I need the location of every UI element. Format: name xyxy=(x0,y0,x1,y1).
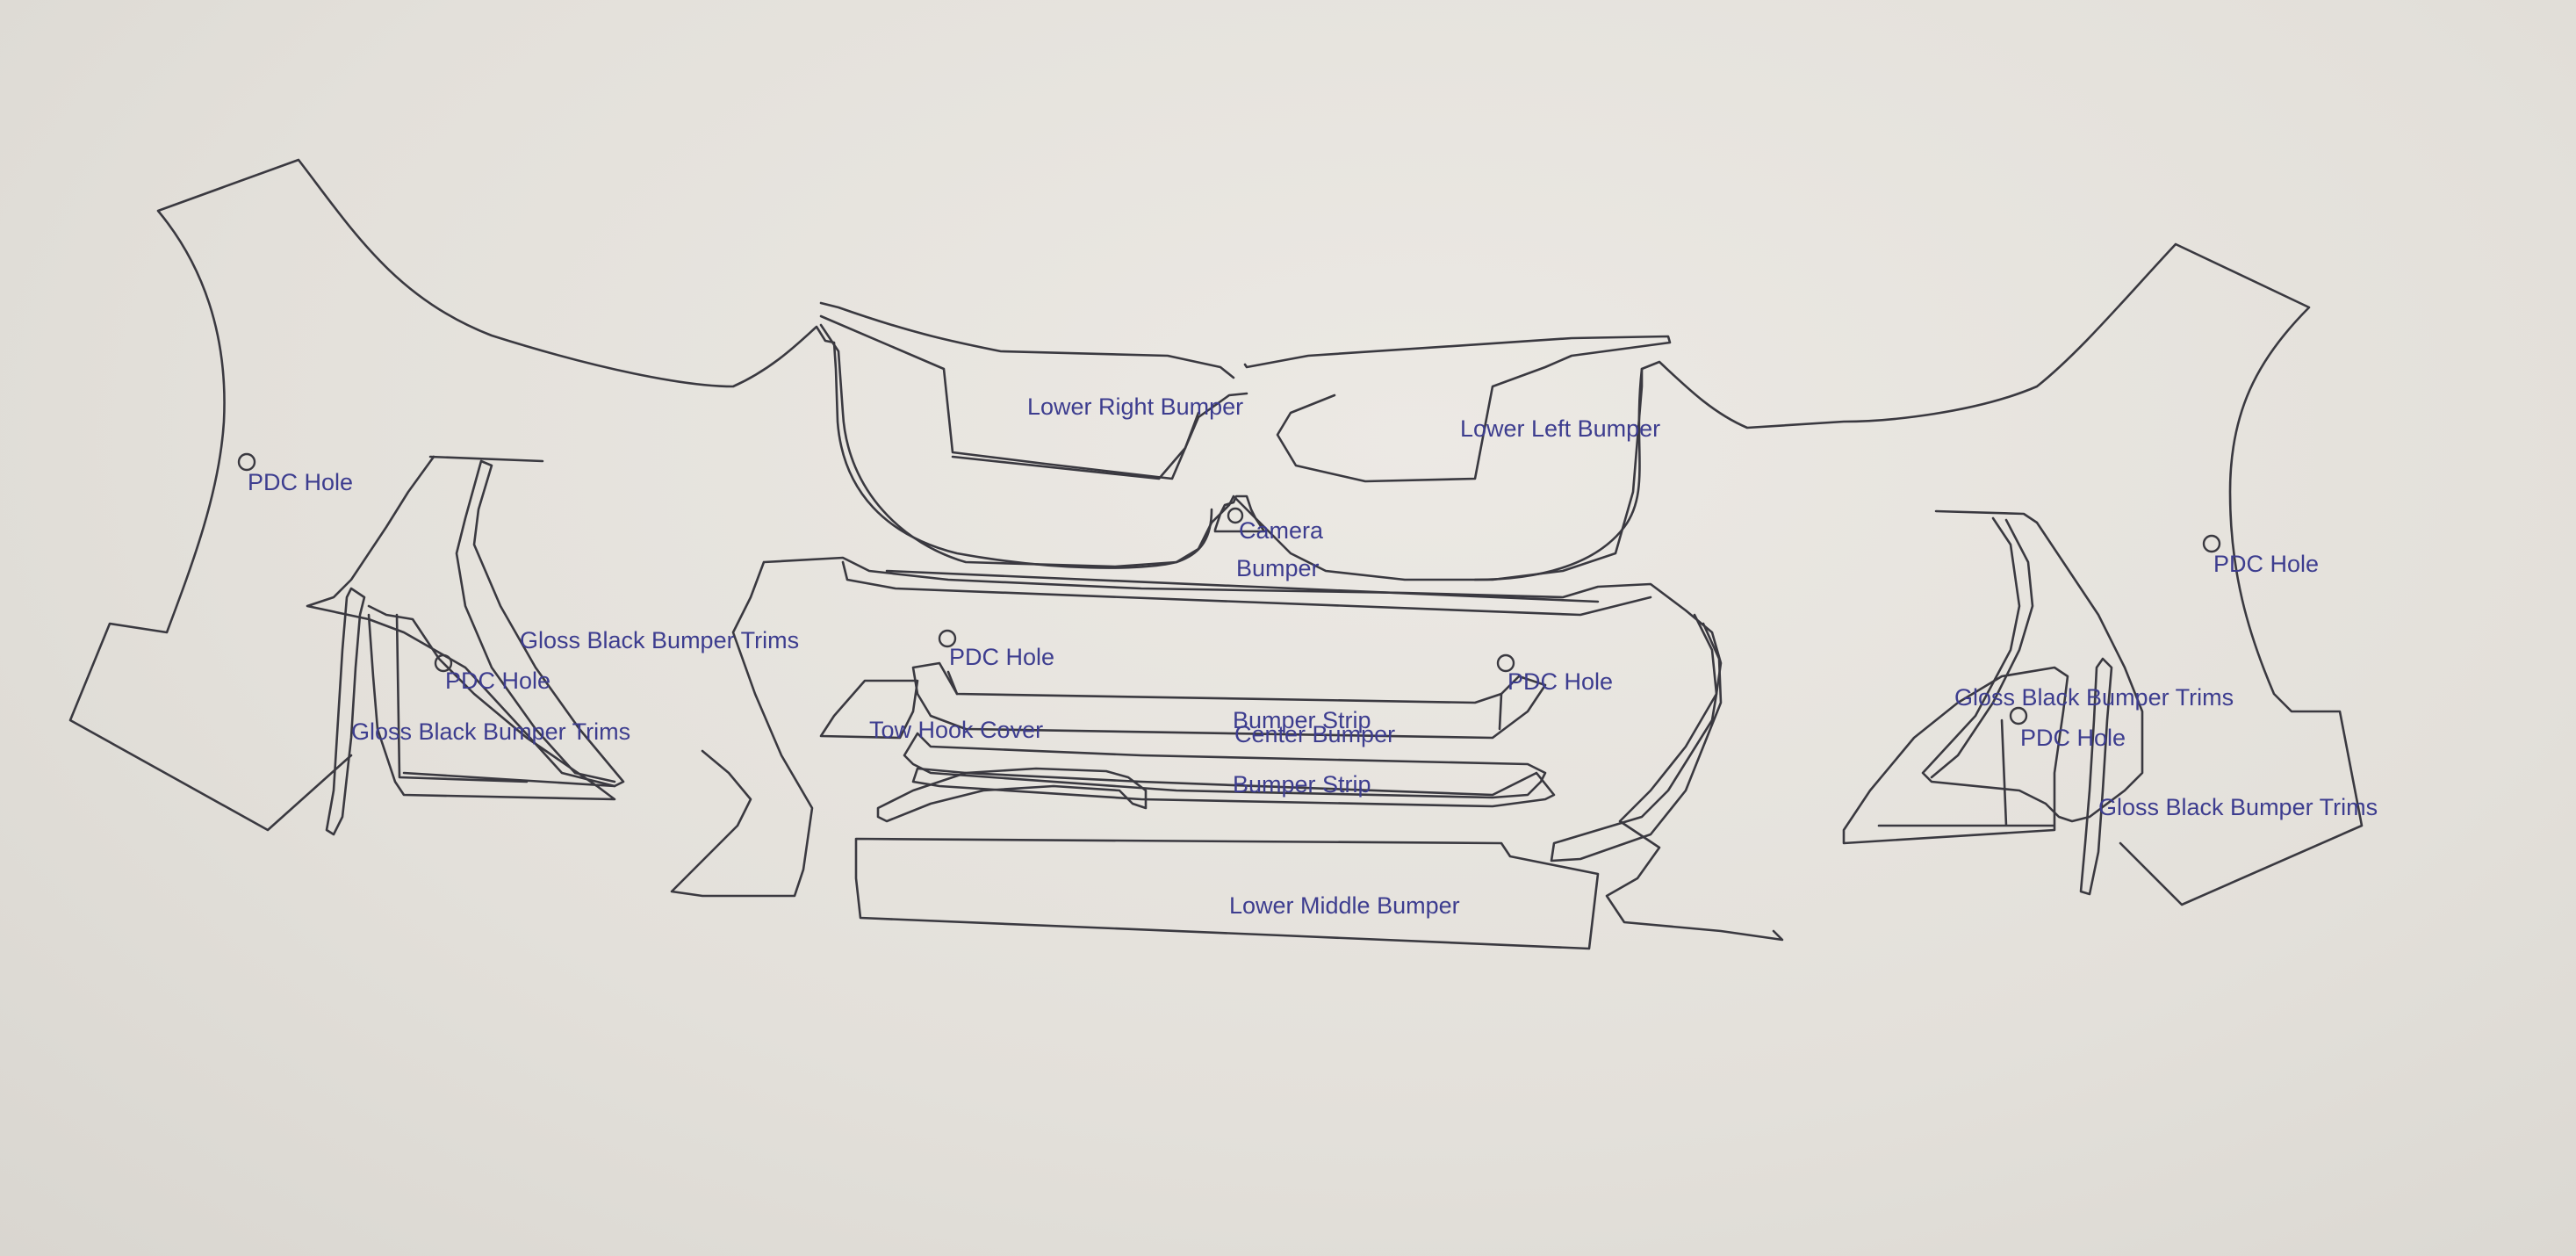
label-bumper-strip-upper: Bumper Strip xyxy=(1233,707,1371,733)
label-lower-middle-bumper: Lower Middle Bumper xyxy=(1229,892,1460,919)
pdc-hole-center-right-circle xyxy=(1496,653,1515,673)
pdc-hole-left-inner-circle xyxy=(434,653,453,673)
pdc-hole-right-inner-circle xyxy=(2009,706,2028,725)
upper-bumper-outline xyxy=(819,301,1672,483)
label-pdc-hole-left-inner: PDC Hole xyxy=(445,668,550,694)
label-bumper: Bumper xyxy=(1236,555,1320,581)
label-lower-right-bumper: Lower Right Bumper xyxy=(1027,393,1243,420)
label-gloss-trims-1: Gloss Black Bumper Trims xyxy=(520,627,799,653)
label-tow-hook-cover: Tow Hook Cover xyxy=(869,717,1043,743)
label-gloss-trims-4: Gloss Black Bumper Trims xyxy=(2098,794,2378,820)
center-bumper-outline xyxy=(670,556,1784,942)
right-gloss-trim-upper-outline xyxy=(1921,509,2144,823)
lower-right-bumper-outline xyxy=(951,411,1200,480)
right-gloss-trim-lower-outline xyxy=(1842,666,2069,845)
label-pdc-hole-center-left: PDC Hole xyxy=(949,644,1054,670)
label-bumper-strip-lower: Bumper Strip xyxy=(1233,771,1371,798)
right-edge-strip-outline xyxy=(1550,613,1723,863)
label-pdc-hole-right-outer: PDC Hole xyxy=(2213,551,2319,577)
right-gloss-trim-strip-outline xyxy=(2079,657,2113,896)
lower-middle-bumper-outline xyxy=(854,837,1600,950)
bumper-strip-lower-outline xyxy=(911,767,1556,808)
label-center-bumper: Center Bumper xyxy=(1234,721,1395,747)
center-bumper-lower-outline xyxy=(903,732,1547,799)
main-bumper-outline xyxy=(819,323,1644,581)
pdc-hole-left-outer-circle xyxy=(237,452,256,472)
camera-hole-circle xyxy=(1227,507,1244,524)
label-gloss-trims-2: Gloss Black Bumper Trims xyxy=(351,718,630,745)
camera-cutout-outline xyxy=(1213,494,1266,533)
left-gloss-trim-upper-outline xyxy=(306,455,625,788)
left-gloss-trim-lower-outline xyxy=(367,604,616,801)
label-pdc-hole-right-inner: PDC Hole xyxy=(2020,725,2126,751)
label-lower-left-bumper: Lower Left Bumper xyxy=(1460,415,1660,442)
bumper-top-strip-outline xyxy=(841,560,1652,617)
right-side-panel-outline xyxy=(1473,242,2364,906)
tow-hook-cover-outline xyxy=(819,679,919,740)
label-pdc-hole-left-outer: PDC Hole xyxy=(248,469,353,495)
label-camera: Camera xyxy=(1239,517,1324,544)
left-gloss-trim-strip-outline xyxy=(325,587,366,836)
label-gloss-trims-3: Gloss Black Bumper Trims xyxy=(1954,684,2234,711)
bumper-strip-upper-inner xyxy=(946,670,1503,731)
label-pdc-hole-center-right: PDC Hole xyxy=(1507,668,1613,695)
left-side-panel-outline xyxy=(68,158,1213,832)
curved-strip-arm-outline xyxy=(876,767,1148,823)
pdc-hole-right-outer-circle xyxy=(2202,534,2221,553)
pdc-hole-center-left-circle xyxy=(938,629,957,648)
